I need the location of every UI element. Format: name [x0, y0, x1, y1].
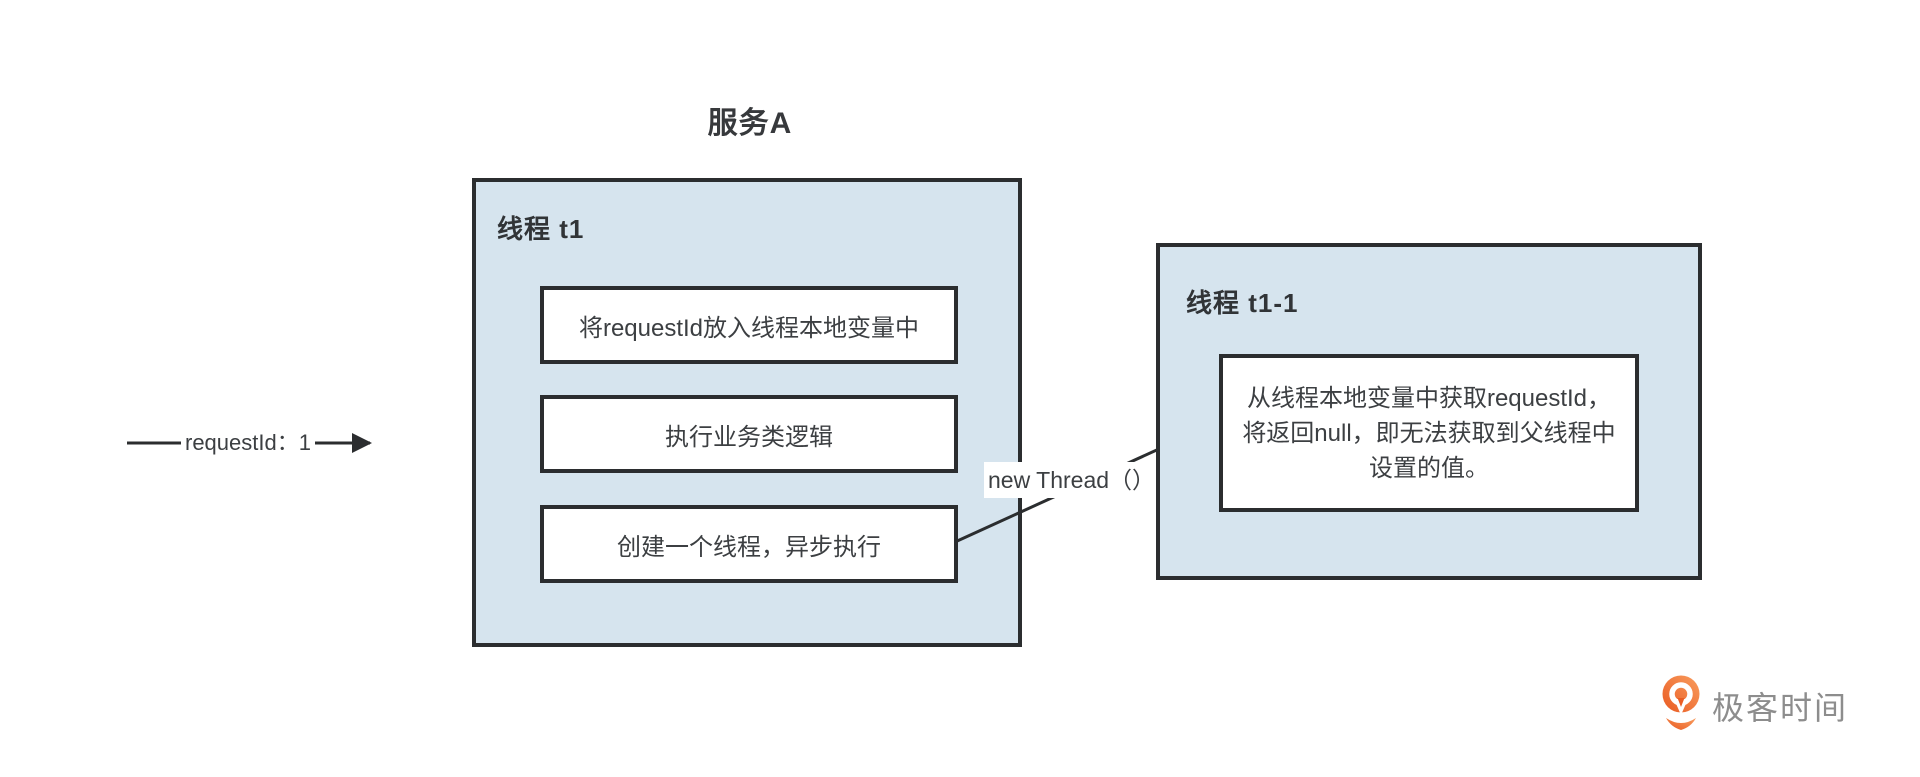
spawn-arrow-label: new Thread（）: [984, 462, 1160, 498]
note-line: 从线程本地变量中获取requestId，: [1246, 384, 1612, 412]
thread-t1-1-label: 线程 t1-1: [1186, 288, 1299, 318]
logo-text: 极客时间: [1712, 689, 1849, 726]
thread-t1-label: 线程 t1: [497, 214, 585, 244]
thread-t1-box: 线程 t1 将requestId放入线程本地变量中 执行业务类逻辑 创建一个线程…: [472, 178, 1022, 647]
diagram-title: 服务A: [707, 107, 793, 140]
geektime-pin-icon: [1660, 674, 1702, 737]
note-get-requestid: 从线程本地变量中获取requestId， 将返回null，即无法获取到父线程中 …: [1219, 354, 1639, 512]
note-line: 设置的值。: [1369, 454, 1489, 482]
step-create-thread: 创建一个线程，异步执行: [540, 505, 958, 583]
step-put-requestid: 将requestId放入线程本地变量中: [540, 286, 958, 364]
note-line: 将返回null，即无法获取到父线程中: [1242, 419, 1616, 447]
thread-t1-1-box: 线程 t1-1 从线程本地变量中获取requestId， 将返回null，即无法…: [1156, 243, 1702, 580]
logo: 极客时间: [1660, 674, 1848, 737]
request-arrow-label: requestId：1: [181, 428, 315, 458]
step-run-business-logic: 执行业务类逻辑: [540, 395, 958, 473]
